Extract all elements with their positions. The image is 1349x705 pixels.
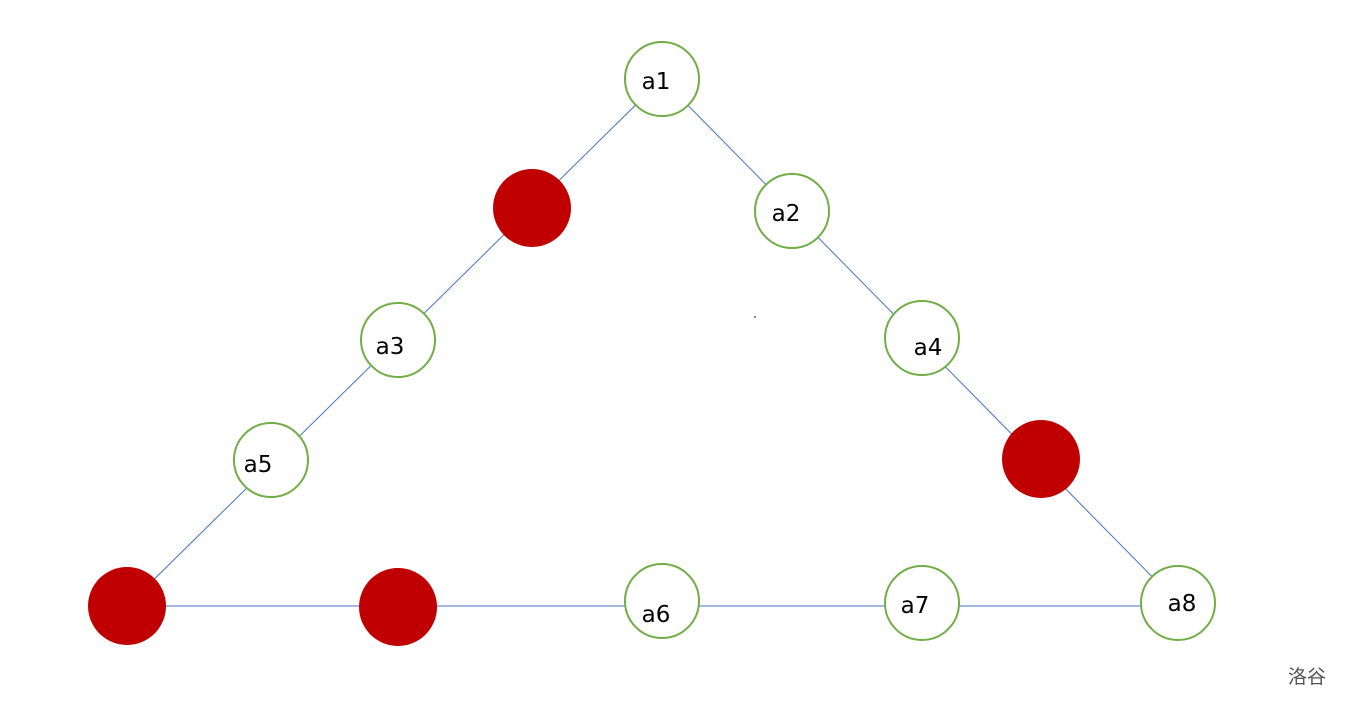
node-a5: a5 bbox=[233, 422, 309, 498]
edges bbox=[126, 78, 1179, 607]
red-node bbox=[88, 567, 166, 645]
node-label: a4 bbox=[914, 335, 943, 361]
node-label: a6 bbox=[642, 602, 671, 628]
node-a1: a1 bbox=[624, 41, 700, 117]
node-label: a8 bbox=[1168, 591, 1197, 617]
node-a3: a3 bbox=[360, 302, 436, 378]
node-a2: a2 bbox=[754, 173, 830, 249]
node-label: a3 bbox=[376, 334, 405, 360]
red-node bbox=[1002, 420, 1080, 498]
node-label: a5 bbox=[244, 452, 273, 478]
node-a6: a6 bbox=[624, 563, 700, 639]
node-label: a1 bbox=[642, 69, 671, 95]
node-a8: a8 bbox=[1140, 565, 1216, 641]
node-label: a2 bbox=[772, 201, 801, 227]
node-a7: a7 bbox=[884, 565, 960, 641]
watermark: 洛谷 bbox=[1288, 666, 1327, 688]
red-node bbox=[493, 169, 571, 247]
nodes: a1 a2 a3 a4 a5 a6 a7 a8 bbox=[88, 41, 1216, 646]
node-label: a7 bbox=[901, 593, 930, 619]
red-node bbox=[359, 568, 437, 646]
node-a4: a4 bbox=[884, 300, 960, 376]
stray-dot bbox=[754, 316, 756, 318]
